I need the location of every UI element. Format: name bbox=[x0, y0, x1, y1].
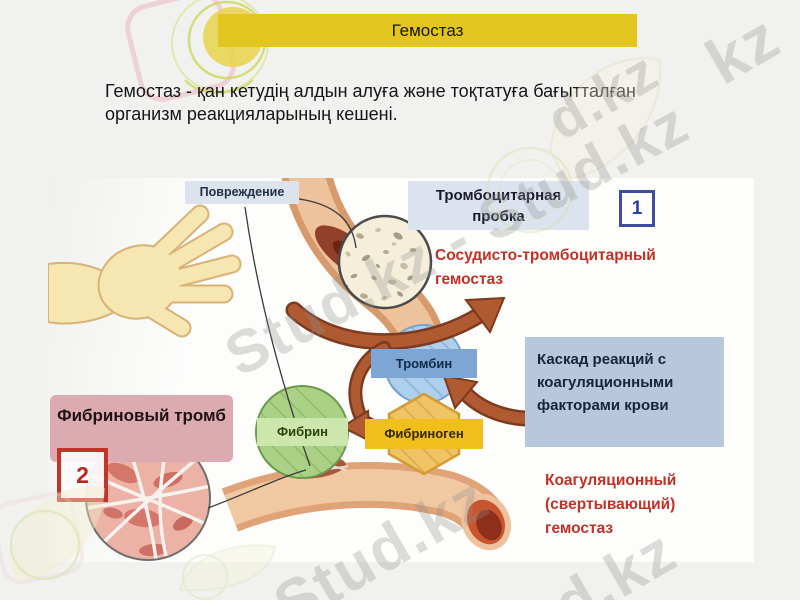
slide-description: Гемостаз - қан кетудің алдын алуға және … bbox=[105, 80, 735, 126]
thrombin-label: Тромбин bbox=[371, 349, 477, 378]
platelet-plug-label: Тромбоцитарная пробка bbox=[408, 181, 589, 230]
fibrin-clot-inset bbox=[85, 435, 211, 561]
primary-hemostasis-label: Сосудисто-тромбоцитарный гемостаз bbox=[435, 247, 656, 288]
slide-title-bar: Гемостаз bbox=[218, 14, 637, 47]
flow-arrow-thrombin-to-fibrin bbox=[339, 341, 391, 443]
injured-hand-illustration bbox=[48, 204, 242, 338]
vessel-with-clot-illustration bbox=[221, 457, 511, 551]
description-line-1: Гемостаз - қан кетудің алдын алуға және … bbox=[105, 81, 636, 101]
step-2-badge: 2 bbox=[57, 448, 108, 502]
fibrinogen-label: Фибриноген bbox=[365, 419, 483, 449]
coagulation-cascade-box: Каскад реакций с коагуляционными фактора… bbox=[525, 337, 724, 447]
fibrin-label: Фибрин bbox=[257, 418, 348, 446]
description-line-2: организм реакцияларының кешені. bbox=[105, 104, 398, 124]
damage-label: Повреждение bbox=[185, 181, 299, 204]
secondary-hemostasis-label: Коагуляционный (свертывающий) гемостаз bbox=[545, 472, 677, 537]
hemostasis-diagram: Повреждение Тромбоцитарная пробка 1 Сосу… bbox=[48, 178, 754, 562]
step-1-badge: 1 bbox=[619, 190, 655, 227]
platelet-plug-inset bbox=[337, 214, 433, 310]
flow-arrow-platelet-to-cascade bbox=[285, 296, 506, 351]
slide-title: Гемостаз bbox=[391, 20, 464, 40]
